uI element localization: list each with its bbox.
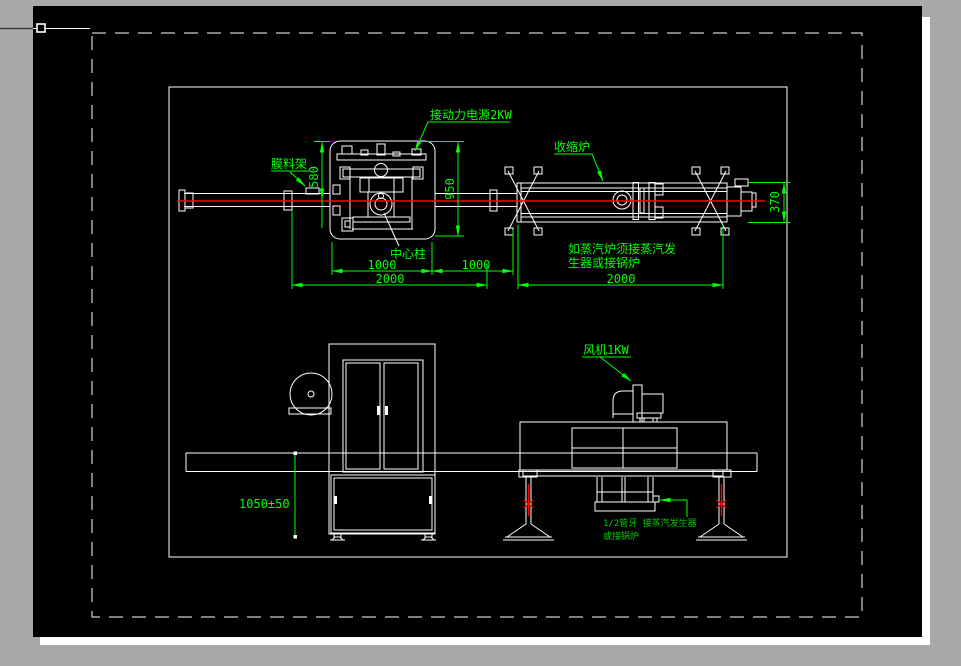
center-column-label: 中心柱 <box>390 246 426 261</box>
steam-note-line1: 如蒸汽炉须接蒸汽发 <box>568 241 676 256</box>
shrink-tunnel-top <box>504 166 757 236</box>
drawing-sheet[interactable] <box>33 6 922 637</box>
top-view: 接动力电源2KW 膜料架 收缩炉 中心柱 如蒸汽炉须接蒸汽发 生器或接锅炉 58… <box>177 107 790 289</box>
film-rack-label: 膜料架 <box>271 157 307 171</box>
fan-assembly <box>612 384 664 423</box>
pipe-note-line1: 1/2管牙 接蒸汽发生器 <box>603 517 697 529</box>
dim-950: 950 <box>443 178 457 200</box>
heater-pipes <box>594 477 660 512</box>
grip-handle[interactable] <box>36 23 46 33</box>
dim-2000-left: 2000 <box>376 272 405 286</box>
film-roll <box>288 372 333 416</box>
conveyor-front <box>185 452 758 472</box>
dim-580: 580 <box>307 166 321 188</box>
drawing-frame <box>168 86 788 558</box>
dim-1000-a: 1000 <box>368 258 397 272</box>
steam-note-line2: 生器或接锅炉 <box>568 255 640 270</box>
cabinet-front <box>328 343 436 541</box>
shrink-tunnel-front <box>519 421 728 477</box>
fan-label: 风机1KW <box>583 343 629 357</box>
pipe-note-line2: 或接锅炉 <box>603 530 639 542</box>
dim-370: 370 <box>768 191 782 213</box>
film-feed-rail <box>178 187 330 212</box>
power-label: 接动力电源2KW <box>430 107 512 122</box>
dim-1050: 1050±50 <box>239 497 290 511</box>
shrink-furnace-label: 收缩炉 <box>554 139 590 154</box>
front-view: 风机1KW 1/2管牙 接蒸汽发生器 或接锅炉 1050±50 <box>185 343 758 542</box>
cabinet-foot-left <box>330 533 345 541</box>
plot-margin-dashed <box>91 32 863 618</box>
top-view-annotations: 接动力电源2KW 膜料架 收缩炉 中心柱 如蒸汽炉须接蒸汽发 生器或接锅炉 58… <box>271 107 790 289</box>
dim-1000-b: 1000 <box>462 258 491 272</box>
dim-2000-right: 2000 <box>607 272 636 286</box>
center-column-leader <box>383 212 400 247</box>
wrapper-machine-top <box>329 140 436 247</box>
tunnel-leg-right <box>696 469 747 541</box>
front-view-annotations: 风机1KW 1/2管牙 接蒸汽发生器 或接锅炉 1050±50 <box>239 343 697 542</box>
tunnel-leg-left <box>503 469 554 541</box>
cabinet-foot-right <box>421 533 436 541</box>
